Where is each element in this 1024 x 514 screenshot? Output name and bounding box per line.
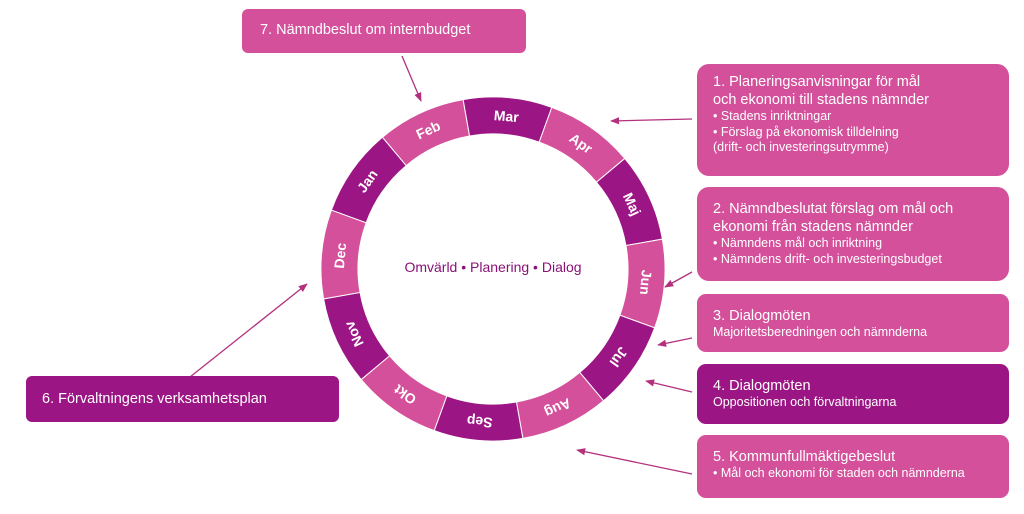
month-segment-dec [320,209,367,300]
step-1-box: 1. Planeringsanvisningar för mål och eko… [697,64,1009,176]
arrow-b3-to-apr [657,337,693,347]
step-2-title-line2: ekonomi från stadens nämnder [713,219,913,235]
arrow-b5-to-jun [576,448,693,475]
step-1-bullet-3: (drift- och investeringsutrymme) [713,140,889,154]
arrow-b1-to-jan [610,117,693,125]
step-5-subtitle: • Mål och ekonomi för staden och nämnder… [713,466,965,480]
step-4-title: 4. Dialogmöten [713,378,811,394]
month-label-jun: Jun [637,269,655,295]
wheel-center-text: Omvärld • Planering • Dialog [404,259,582,275]
step-4-subtitle: Oppositionen och förvaltningarna [713,395,897,409]
step-1-bullet-1: • Stadens inriktningar [713,109,832,123]
step-2-bullet-1: • Nämndens mål och inriktning [713,236,883,250]
step-2-title-line1: 2. Nämndbeslutat förslag om mål och [713,201,954,217]
step-3-title: 3. Dialogmöten [713,308,811,324]
arrow-b6-to-sep [189,283,308,378]
step-5-title: 5. Kommunfullmäktigebeslut [713,449,896,465]
month-label-mar: Mar [493,107,520,125]
step-7-box: 7. Nämndbeslut om internbudget [242,9,526,53]
step-2-box: 2. Nämndbeslutat förslag om mål och ekon… [697,187,1009,281]
step-6-box: 6. Förvaltningens verksamhetsplan [26,376,339,422]
step-4-box: 4. Dialogmöten Oppositionen och förvaltn… [697,364,1009,424]
step-2-bullet-2: • Nämndens drift- och investeringsbudget [713,251,942,266]
month-label-dec: Dec [331,242,349,269]
step-6-title: 6. Förvaltningens verksamhetsplan [42,391,267,407]
month-label-sep: Sep [466,413,493,431]
arrow-b4-to-maj [645,379,693,393]
step-1-bullet-2: • Förslag på ekonomisk tilldelning [713,124,899,139]
arrow-b2-to-apr [664,271,693,288]
step-1-title-line1: 1. Planeringsanvisningar för mål [713,74,921,90]
step-3-subtitle: Majoritetsberedningen och nämnderna [713,325,928,339]
step-5-box: 5. Kommunfullmäktigebeslut • Mål och eko… [697,435,1009,498]
step-3-box: 3. Dialogmöten Majoritetsberedningen och… [697,294,1009,352]
arrow-b7-to-dec [401,55,422,102]
step-7-title: 7. Nämndbeslut om internbudget [260,22,471,38]
step-1-title-line2: och ekonomi till stadens nämnder [713,92,930,108]
